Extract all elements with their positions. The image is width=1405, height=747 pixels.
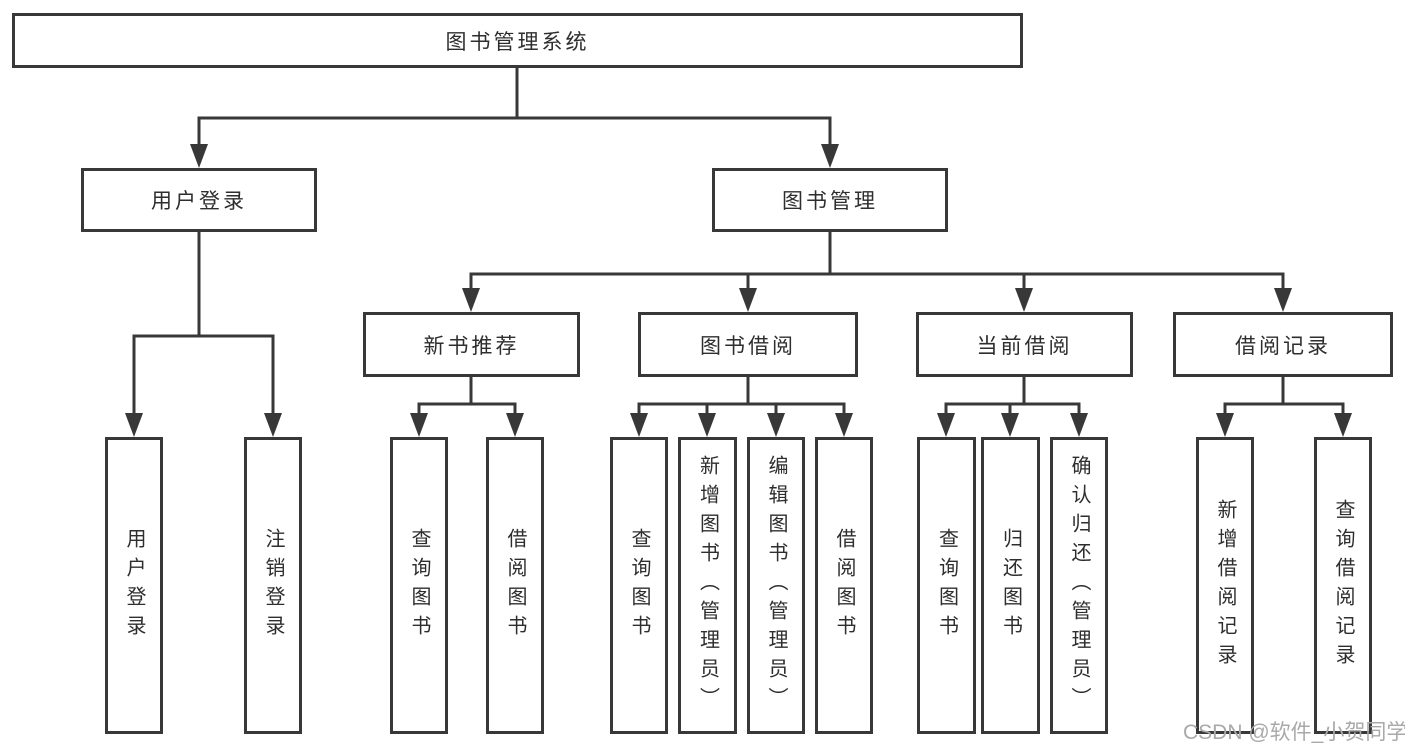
node-current-borrowing: 当前借阅 bbox=[916, 312, 1133, 377]
node-label: 用户登录 bbox=[123, 527, 145, 644]
node-label: 当前借阅 bbox=[976, 334, 1073, 358]
connector-new-book-children bbox=[410, 375, 524, 437]
node-label: 查询图书 bbox=[935, 527, 958, 644]
connector-book-management-children bbox=[462, 232, 1292, 312]
node-borrow-records: 借阅记录 bbox=[1173, 312, 1393, 377]
connector-root-to-level2 bbox=[190, 68, 839, 168]
node-label: 新增图书（管理员） bbox=[696, 455, 719, 716]
connector-user-login-children bbox=[125, 232, 282, 437]
node-leaf-add-book-admin: 新增图书（管理员） bbox=[678, 437, 737, 734]
node-label: 查询图书 bbox=[408, 527, 430, 644]
node-book-management: 图书管理 bbox=[712, 168, 948, 232]
node-leaf-query-books-2: 查询图书 bbox=[610, 437, 668, 734]
node-label: 借阅记录 bbox=[1235, 334, 1331, 358]
node-leaf-edit-book-admin: 编辑图书（管理员） bbox=[747, 437, 805, 734]
connector-borrow-records-children bbox=[1216, 375, 1352, 437]
node-new-book-recommendation: 新书推荐 bbox=[363, 312, 580, 377]
node-leaf-borrow-books-1: 借阅图书 bbox=[486, 437, 544, 734]
node-label: 借阅图书 bbox=[833, 527, 855, 644]
node-leaf-user-login: 用户登录 bbox=[105, 437, 163, 734]
csdn-watermark: CSDN @软件_小贺同学 bbox=[1183, 721, 1405, 744]
node-label: 新增借阅记录 bbox=[1214, 498, 1236, 673]
node-label: 查询借阅记录 bbox=[1332, 498, 1354, 673]
node-leaf-logout: 注销登录 bbox=[244, 437, 302, 734]
node-label: 图书管理 bbox=[782, 190, 878, 213]
node-leaf-add-borrow-record: 新增借阅记录 bbox=[1196, 437, 1254, 734]
node-leaf-query-borrow-record: 查询借阅记录 bbox=[1314, 437, 1372, 734]
connector-current-borrowing-children bbox=[937, 375, 1088, 437]
node-label: 编辑图书（管理员） bbox=[765, 455, 787, 716]
node-library-management-system: 图书管理系统 bbox=[12, 13, 1023, 68]
node-label: 图书借阅 bbox=[700, 334, 796, 358]
node-leaf-borrow-books-2: 借阅图书 bbox=[815, 437, 873, 734]
connector-book-borrowing-children bbox=[630, 375, 853, 437]
node-leaf-query-books-3: 查询图书 bbox=[917, 437, 976, 734]
node-label: 注销登录 bbox=[262, 527, 284, 644]
node-leaf-confirm-return-admin: 确认归还（管理员） bbox=[1050, 437, 1108, 734]
node-label: 图书管理系统 bbox=[445, 30, 590, 54]
node-label: 用户登录 bbox=[151, 190, 247, 213]
node-leaf-return-books: 归还图书 bbox=[981, 437, 1040, 734]
node-book-borrowing: 图书借阅 bbox=[638, 312, 858, 377]
node-user-login: 用户登录 bbox=[81, 168, 317, 232]
node-leaf-query-books-1: 查询图书 bbox=[390, 437, 448, 734]
node-label: 归还图书 bbox=[999, 527, 1022, 644]
node-label: 查询图书 bbox=[628, 527, 650, 644]
node-label: 借阅图书 bbox=[504, 527, 526, 644]
node-label: 确认归还（管理员） bbox=[1068, 455, 1090, 716]
node-label: 新书推荐 bbox=[423, 334, 520, 358]
